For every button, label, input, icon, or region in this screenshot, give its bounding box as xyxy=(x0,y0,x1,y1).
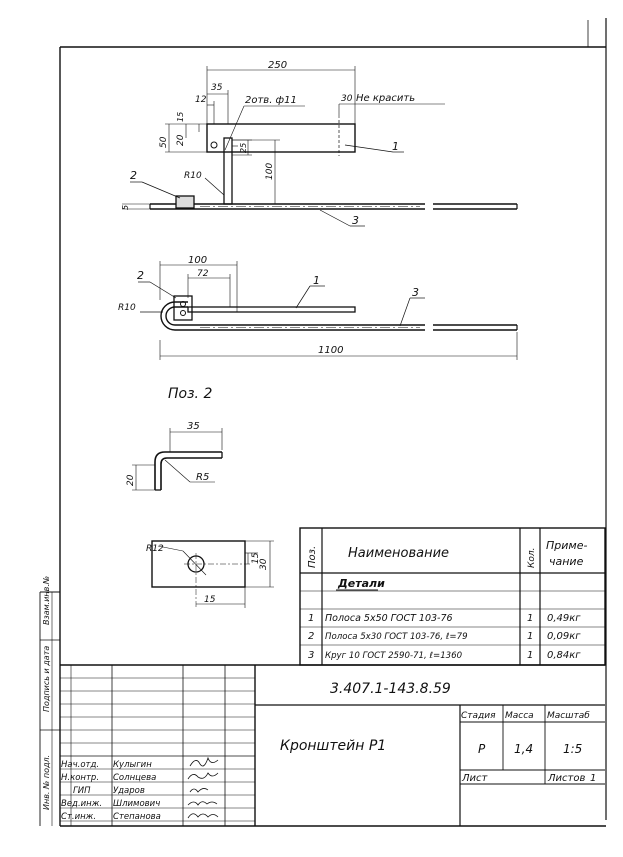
row-2-pos: 2 xyxy=(308,631,314,642)
col-pos-header: Поз. xyxy=(307,546,318,568)
row-2-qty: 1 xyxy=(527,631,533,642)
row-1-note: 0,49кг xyxy=(547,613,581,624)
dim-100-plan: 100 xyxy=(188,255,207,266)
dim-35: 35 xyxy=(211,83,223,93)
col-name-header: Наименование xyxy=(348,546,449,561)
inv-orig-label: Инв. № подл. xyxy=(42,755,51,810)
drawing-title: Кронштейн Р1 xyxy=(280,738,386,754)
sheets-label: Листов xyxy=(547,773,585,784)
radius-r5: R5 xyxy=(196,472,209,483)
scale-label: Масштаб xyxy=(547,711,590,721)
bracket-plan-view xyxy=(138,261,518,360)
callout-1: 1 xyxy=(392,140,399,153)
row-1-pos: 1 xyxy=(308,613,314,624)
mass-value: 1,4 xyxy=(514,742,533,756)
row-2-name: Полоса 5х30 ГОСТ 103-76, ℓ=79 xyxy=(325,632,468,642)
dim-15: 15 xyxy=(176,112,185,122)
hook-detail xyxy=(132,428,223,491)
sheet-frame xyxy=(39,18,607,827)
side-stamp-labels: Взам.инв.№ Подпись и дата Инв. № подл. xyxy=(42,576,51,810)
poz2-label: Поз. 2 xyxy=(168,386,212,402)
callout-1-plan: 1 xyxy=(313,274,320,287)
row-3-pos: 3 xyxy=(308,650,314,661)
dim-15-bottom: 15 xyxy=(204,595,216,605)
title-block-text: 3.407.1-143.8.59 Кронштейн Р1 Стадия Мас… xyxy=(61,681,596,822)
inv-repl-label: Взам.инв.№ xyxy=(42,576,51,625)
document-code: 3.407.1-143.8.59 xyxy=(330,681,451,697)
stage-value: Р xyxy=(478,742,486,756)
dim-12: 12 xyxy=(195,95,207,105)
dim-30-plate: 30 xyxy=(259,558,269,570)
callout-3-plan: 3 xyxy=(412,286,419,299)
no-paint-note: Не красить xyxy=(356,93,415,104)
dim-50: 50 xyxy=(159,136,169,148)
handwritten-signatures xyxy=(187,756,219,819)
sheets-value: 1 xyxy=(590,773,596,784)
dim-1100: 1100 xyxy=(318,345,343,356)
sig-role-3: ГИП xyxy=(73,786,91,796)
plan-dim-texts: 100 72 R10 1100 1 2 3 xyxy=(118,255,419,356)
dim-30: 30 xyxy=(341,94,353,104)
callout-2-plan: 2 xyxy=(137,269,144,282)
sign-date-label: Подпись и дата xyxy=(42,646,51,712)
sig-name-3: Ударов xyxy=(113,786,145,796)
dim-holes: 2отв. ф11 xyxy=(245,95,297,106)
dim-250: 250 xyxy=(268,60,287,71)
sig-name-4: Шлимович xyxy=(113,799,160,809)
callout-2: 2 xyxy=(130,169,137,182)
sheet-label: Лист xyxy=(461,773,489,784)
dim-5: 5 xyxy=(121,205,130,210)
spec-table-grid xyxy=(299,527,606,666)
sig-role-1: Нач.отд. xyxy=(61,760,99,770)
dim-72: 72 xyxy=(197,269,209,279)
radius-r12: R12 xyxy=(146,544,164,554)
sig-name-1: Кулыгин xyxy=(113,760,152,770)
row-3-note: 0,84кг xyxy=(547,650,581,661)
col-note-header-1: Приме- xyxy=(546,539,587,552)
sig-role-4: Вед.инж. xyxy=(61,799,102,809)
spec-table-text: Поз. Наименование Кол. Приме- чание Дета… xyxy=(307,539,587,661)
dim-15-plate: 15 xyxy=(251,552,261,564)
scale-value: 1:5 xyxy=(563,742,582,756)
dim-100: 100 xyxy=(265,163,275,180)
elevation-dim-texts: 250 35 12 2отв. ф11 30 Не красить 50 20 … xyxy=(121,60,415,227)
callout-3: 3 xyxy=(352,214,359,227)
row-3-qty: 1 xyxy=(527,650,533,661)
dim-20-hook: 20 xyxy=(126,474,136,486)
radius-r10-plan: R10 xyxy=(118,303,136,313)
row-2-note: 0,09кг xyxy=(547,631,581,642)
dim-20: 20 xyxy=(176,134,186,146)
dim-35-hook: 35 xyxy=(187,421,200,432)
sig-role-2: Н.контр. xyxy=(61,773,99,783)
row-3-name: Круг 10 ГОСТ 2590-71, ℓ=1360 xyxy=(325,651,463,661)
sig-name-2: Солнцева xyxy=(113,773,156,783)
radius-r10: R10 xyxy=(184,171,202,181)
plate-detail xyxy=(151,540,274,609)
dim-25: 25 xyxy=(239,143,248,153)
section-details: Детали xyxy=(337,577,385,590)
row-1-name: Полоса 5х50 ГОСТ 103-76 xyxy=(325,613,453,624)
row-1-qty: 1 xyxy=(527,613,533,624)
bracket-elevation-view xyxy=(122,66,518,227)
title-block-grid xyxy=(60,664,605,826)
plate-dim-texts: R12 15 30 15 xyxy=(146,544,269,605)
hook-dim-texts: 35 20 R5 xyxy=(126,421,209,486)
stage-label: Стадия xyxy=(461,711,496,721)
col-note-header-2: чание xyxy=(549,555,584,568)
col-qty-header: Кол. xyxy=(527,547,537,568)
mass-label: Масса xyxy=(505,711,534,721)
sig-name-5: Степанова xyxy=(113,812,161,822)
sig-role-5: Ст.инж. xyxy=(61,812,96,822)
